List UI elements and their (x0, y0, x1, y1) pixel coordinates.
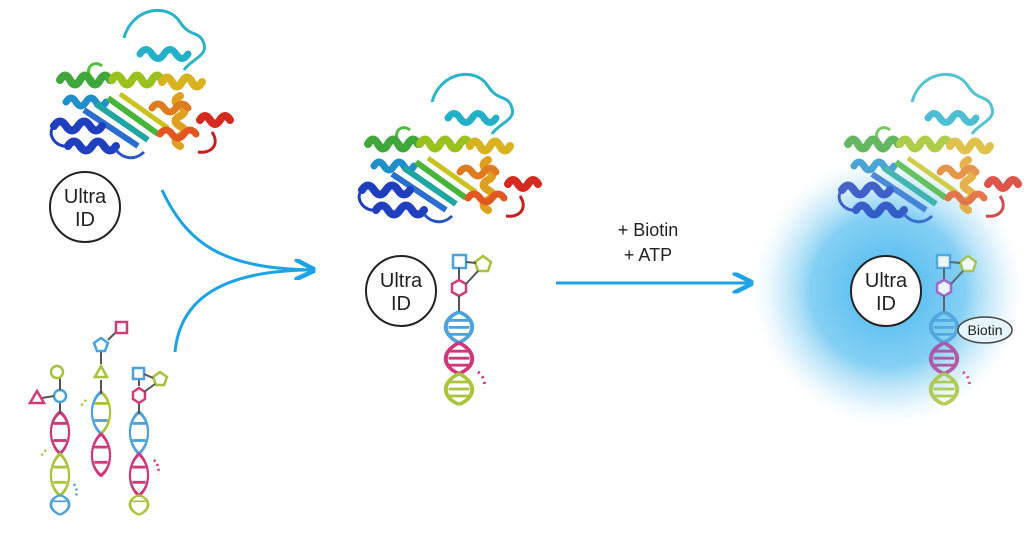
reagent-atp: + ATP (624, 245, 672, 265)
library-dna-strand-3 (128, 366, 169, 516)
stage1-label-line2: ID (75, 209, 95, 231)
glycan-dna-library (27, 320, 169, 516)
biotin-tag-label: Biotin (967, 322, 1002, 338)
stage2-protein-structure (359, 74, 538, 221)
biotin-tag: Biotin (957, 316, 1013, 344)
stage3-ultraid-badge: Ultra ID (850, 255, 922, 327)
reagent-biotin: + Biotin (618, 220, 679, 240)
library-dna-strand-2 (78, 320, 129, 478)
stage1-protein-structure (51, 10, 230, 157)
stage2-ultraid-badge: Ultra ID (365, 255, 437, 327)
library-dna-strand-1 (27, 364, 78, 516)
stage2-label-line1: Ultra (380, 270, 423, 292)
stage1-label-line1: Ultra (64, 186, 107, 208)
stage3-label-line1: Ultra (865, 270, 908, 292)
stage2-glycan-dna (443, 253, 493, 406)
stage1-ultraid-badge: Ultra ID (49, 171, 121, 243)
stage3-glycan-dna (928, 253, 978, 406)
arrow-from-protein (160, 189, 312, 270)
stage3-label-line2: ID (876, 293, 896, 315)
merge-arrows (160, 189, 312, 353)
stage2-label-line2: ID (391, 293, 411, 315)
reaction-step: + Biotin + ATP (556, 220, 750, 283)
arrow-from-library (173, 268, 306, 353)
